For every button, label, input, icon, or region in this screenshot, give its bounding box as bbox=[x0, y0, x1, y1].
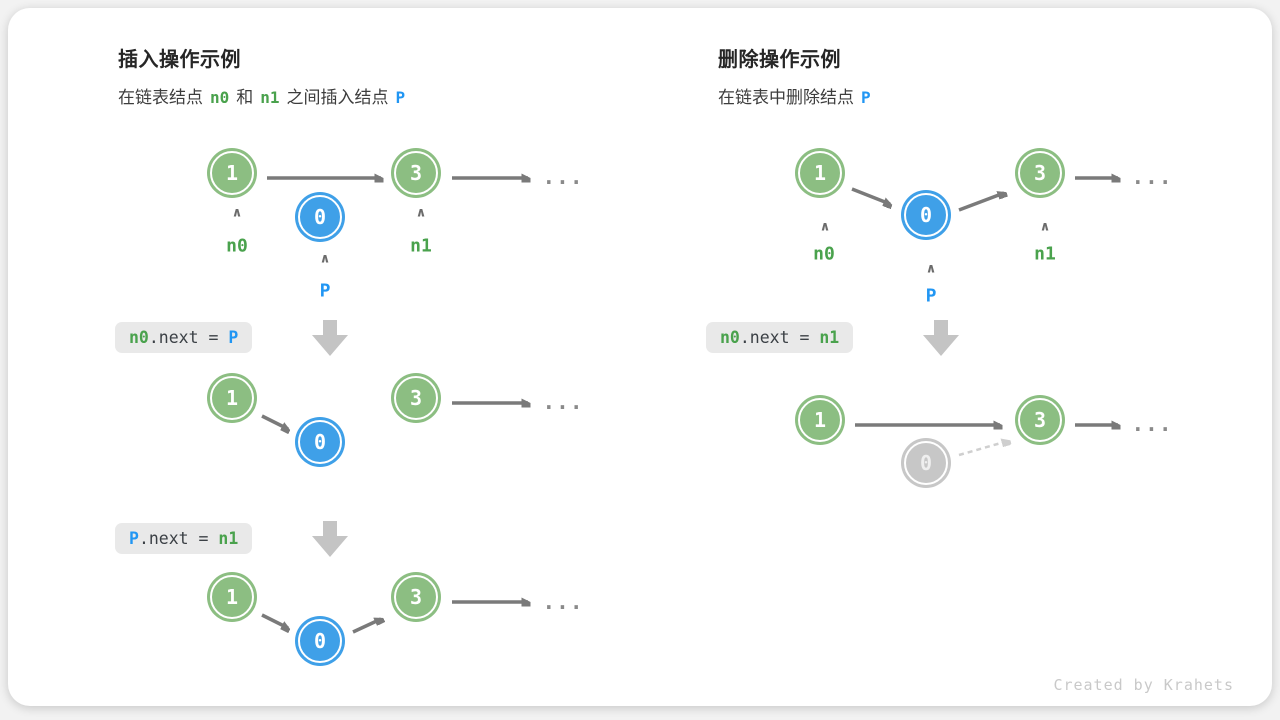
token-n1: n1 bbox=[260, 88, 280, 107]
code-rhs: n1 bbox=[218, 529, 239, 548]
node-1: 1 bbox=[210, 151, 254, 195]
code-lhs: n0 bbox=[129, 328, 149, 347]
code-mid: .next = bbox=[739, 328, 820, 347]
node-1: 1 bbox=[210, 376, 254, 420]
ellipsis: ... bbox=[542, 590, 584, 615]
code-lhs: n0 bbox=[720, 328, 740, 347]
pointer-caret-icon: ∧ bbox=[1039, 219, 1051, 235]
pointer-caret-icon: ∧ bbox=[415, 205, 427, 221]
ellipsis: ... bbox=[542, 165, 584, 190]
subtitle-text: 在链表中删除结点 bbox=[718, 88, 854, 107]
code-lhs: P bbox=[129, 529, 139, 548]
subtitle-text: 在链表结点 bbox=[118, 88, 203, 107]
arrow bbox=[851, 187, 890, 204]
ellipsis: ... bbox=[1131, 165, 1173, 190]
delete-title: 删除操作示例 bbox=[718, 49, 841, 71]
pointer-caret-icon: ∧ bbox=[925, 261, 937, 277]
code-rhs: n1 bbox=[819, 328, 840, 347]
node-0: 0 bbox=[904, 193, 948, 237]
label-n0: n0 bbox=[226, 235, 248, 257]
credit-text: Created by Krahets bbox=[1053, 676, 1234, 694]
arrow bbox=[352, 617, 381, 634]
node-0: 0 bbox=[298, 420, 342, 464]
code-p-next-n1: P.next = n1 bbox=[115, 523, 253, 554]
node-3: 3 bbox=[394, 376, 438, 420]
pointer-caret-icon: ∧ bbox=[319, 251, 331, 267]
code-mid: .next = bbox=[148, 328, 229, 347]
node-0-removed: 0 bbox=[904, 441, 948, 485]
pointer-caret-icon: ∧ bbox=[231, 205, 243, 221]
arrow bbox=[261, 414, 288, 429]
node-1: 1 bbox=[798, 151, 842, 195]
ellipsis: ... bbox=[542, 390, 584, 415]
pointer-caret-icon: ∧ bbox=[819, 219, 831, 235]
dashed-removed-link-arrow bbox=[958, 441, 1008, 457]
code-rhs: P bbox=[228, 328, 239, 347]
ellipsis: ... bbox=[1131, 412, 1173, 437]
insert-subtitle: 在链表结点 n0 和 n1 之间插入结点 P bbox=[118, 83, 412, 108]
label-p: P bbox=[319, 280, 331, 302]
node-3: 3 bbox=[394, 575, 438, 619]
step-down-arrow-icon bbox=[923, 320, 959, 356]
arrow bbox=[261, 613, 288, 628]
node-0: 0 bbox=[298, 195, 342, 239]
node-3: 3 bbox=[1018, 398, 1062, 442]
step-down-arrow-icon bbox=[312, 320, 348, 356]
label-n0: n0 bbox=[813, 243, 835, 265]
code-n0-next-p: n0.next = P bbox=[115, 322, 253, 353]
node-3: 3 bbox=[1018, 151, 1062, 195]
token-n0: n0 bbox=[210, 88, 230, 107]
insert-title: 插入操作示例 bbox=[118, 49, 241, 71]
step-down-arrow-icon bbox=[312, 521, 348, 557]
label-n1: n1 bbox=[1034, 243, 1056, 265]
label-p: P bbox=[925, 285, 937, 307]
token-p: P bbox=[395, 88, 406, 107]
token-p: P bbox=[861, 88, 871, 107]
node-1: 1 bbox=[210, 575, 254, 619]
label-n1: n1 bbox=[410, 235, 432, 257]
code-mid: .next = bbox=[138, 529, 219, 548]
node-1: 1 bbox=[798, 398, 842, 442]
node-0: 0 bbox=[298, 619, 342, 663]
arrow bbox=[958, 193, 1004, 212]
code-n0-next-n1: n0.next = n1 bbox=[706, 322, 854, 353]
subtitle-text: 之间插入结点 bbox=[286, 88, 389, 107]
node-3: 3 bbox=[394, 151, 438, 195]
delete-subtitle: 在链表中删除结点 P bbox=[718, 83, 878, 108]
subtitle-text: 和 bbox=[236, 88, 254, 107]
